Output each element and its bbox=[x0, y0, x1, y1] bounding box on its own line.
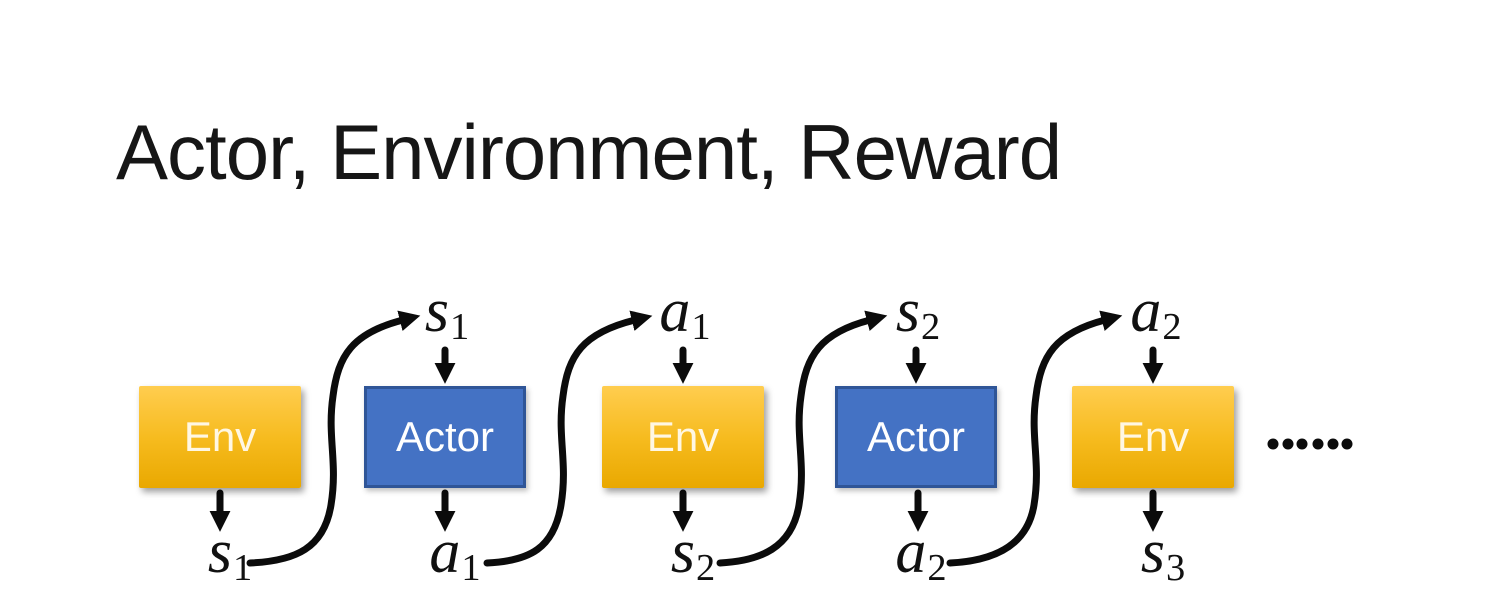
label-top-s2-sub: 2 bbox=[920, 306, 941, 349]
label-bottom-a2: a2 bbox=[895, 518, 946, 588]
label-top-s1: s1 bbox=[424, 277, 469, 347]
node-actor-2-label: Actor bbox=[866, 413, 966, 460]
label-top-a2-sub: 2 bbox=[1162, 306, 1182, 349]
flow-arrow-s1 bbox=[246, 310, 421, 567]
label-bottom-s1: s1 bbox=[207, 518, 252, 588]
label-top-s1-sub: 1 bbox=[449, 306, 470, 349]
label-bottom-a1-base: a bbox=[429, 518, 461, 586]
node-env-2: Env bbox=[602, 386, 764, 488]
label-bottom-s1-sub: 1 bbox=[232, 547, 253, 590]
label-top-s2-base: s bbox=[895, 277, 920, 345]
label-bottom-s2-base: s bbox=[670, 518, 695, 586]
node-env-2-label: Env bbox=[646, 413, 720, 460]
label-top-a2: a2 bbox=[1130, 277, 1181, 347]
node-actor-1-label: Actor bbox=[395, 413, 495, 460]
label-bottom-a2-sub: 2 bbox=[927, 547, 947, 590]
continuation-ellipsis-dots bbox=[1267, 438, 1353, 450]
label-bottom-s3-base: s bbox=[1140, 518, 1165, 586]
page-title: Actor, Environment, Reward bbox=[116, 108, 1062, 196]
label-bottom-s1-base: s bbox=[207, 518, 232, 586]
label-bottom-a1: a1 bbox=[429, 518, 480, 588]
label-bottom-s3-sub: 3 bbox=[1165, 547, 1186, 590]
label-bottom-s2-sub: 2 bbox=[695, 547, 716, 590]
label-top-s1-base: s bbox=[424, 277, 449, 345]
label-top-a1: a1 bbox=[659, 277, 710, 347]
node-env-3: Env bbox=[1072, 386, 1234, 488]
flow-arrow-a1 bbox=[483, 310, 653, 567]
node-env-3-label: Env bbox=[1116, 413, 1190, 460]
node-env-1-label: Env bbox=[183, 413, 257, 460]
node-actor-2: Actor bbox=[835, 386, 997, 488]
label-top-s2: s2 bbox=[895, 277, 940, 347]
label-bottom-a2-base: a bbox=[895, 518, 927, 586]
label-bottom-s3: s3 bbox=[1140, 518, 1185, 588]
label-bottom-s2: s2 bbox=[670, 518, 715, 588]
node-actor-1: Actor bbox=[364, 386, 526, 488]
label-bottom-a1-sub: 1 bbox=[461, 547, 481, 590]
label-top-a2-base: a bbox=[1130, 277, 1162, 345]
label-top-a1-sub: 1 bbox=[691, 306, 711, 349]
node-env-1: Env bbox=[139, 386, 301, 488]
flow-arrow-a2 bbox=[946, 310, 1123, 567]
label-top-a1-base: a bbox=[659, 277, 691, 345]
flow-arrow-s2 bbox=[716, 310, 888, 567]
